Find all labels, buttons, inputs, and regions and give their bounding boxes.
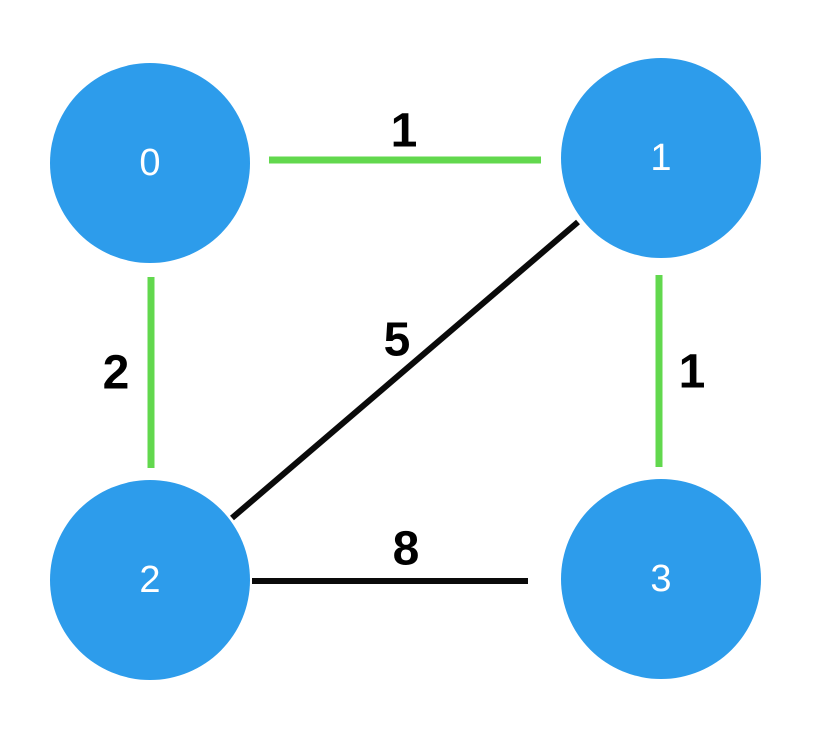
node-label-2: 2 (139, 559, 160, 601)
node-circle-0 (50, 63, 250, 263)
edge-weight-label-0-1: 1 (391, 105, 418, 158)
node-circle-1 (561, 58, 761, 258)
graph-node-2: 2 (50, 480, 250, 680)
graph-node-0: 0 (50, 63, 250, 263)
graph-node-1: 1 (561, 58, 761, 258)
node-layer: 0 1 2 3 (50, 58, 761, 680)
edge-layer: 1 2 1 5 8 (103, 105, 706, 584)
edge-weight-label-0-2: 2 (103, 347, 130, 400)
edge-weight-label-1-2: 5 (384, 314, 411, 367)
edge-weight-label-2-3: 8 (393, 523, 420, 576)
node-label-3: 3 (650, 558, 671, 600)
node-circle-3 (561, 479, 761, 679)
node-label-0: 0 (139, 142, 160, 184)
edge-1-2 (230, 219, 580, 521)
node-label-1: 1 (650, 137, 671, 179)
edge-weight-label-1-3: 1 (679, 346, 706, 399)
node-circle-2 (50, 480, 250, 680)
graph-node-3: 3 (561, 479, 761, 679)
